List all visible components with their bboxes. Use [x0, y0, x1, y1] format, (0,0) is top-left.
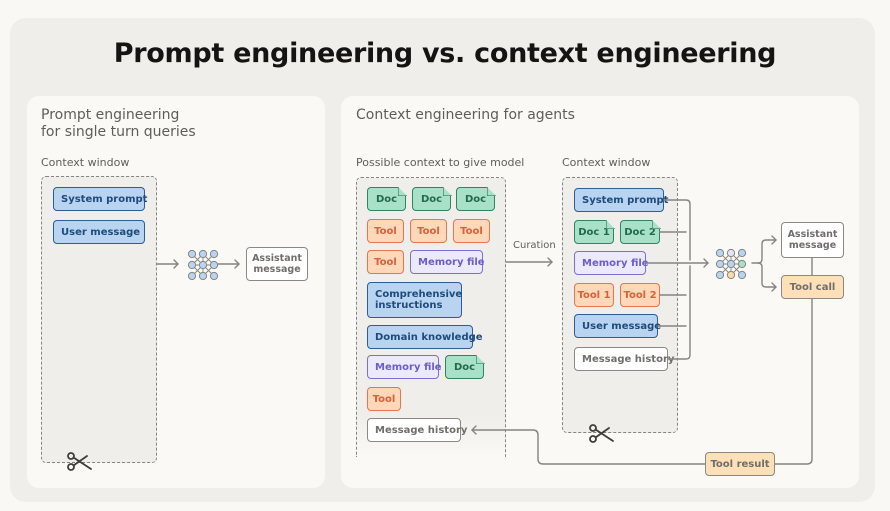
possible-tool-chip: Tool — [367, 250, 404, 274]
chip-label: Message history — [582, 353, 675, 365]
chip-label: Tool — [374, 256, 397, 268]
chip-label: Doc 2 — [624, 226, 656, 238]
possible-tool-chip: Tool — [410, 219, 447, 243]
chip-label: System prompt — [61, 193, 148, 205]
chip-label: Memory file — [375, 361, 442, 373]
possible-tool-chip: Tool — [453, 219, 490, 243]
possible-tool-chip: Tool — [367, 387, 401, 411]
right-panel-title: Context engineering for agents — [356, 107, 575, 123]
ctx-memory-file-chip: Memory file — [574, 251, 649, 275]
doc-fold-icon — [605, 219, 615, 229]
assistant-line2: message — [788, 240, 837, 251]
left-system-prompt-chip: System prompt — [53, 187, 148, 211]
doc-fold-icon — [442, 186, 452, 196]
possible-doc-chip: Doc — [456, 186, 496, 211]
doc-fold-icon — [651, 219, 661, 229]
left-panel-title-line1: Prompt engineering — [41, 107, 180, 123]
chip-label: Tool — [374, 225, 397, 237]
right-context-window-label: Context window — [562, 156, 651, 169]
chip-label: Tool 2 — [623, 289, 657, 301]
possible-doc-chip: Doc — [367, 186, 407, 211]
possible-tool-chip: Tool — [367, 219, 404, 243]
curation-label: Curation — [513, 240, 556, 251]
chip-label: Tool — [372, 393, 396, 405]
chip-label: Tool — [460, 225, 483, 237]
comprehensive-instructions-chip: Comprehensive instructions — [367, 282, 462, 318]
possible-doc-chip: Doc — [445, 354, 485, 379]
chip-label: Domain knowledge — [375, 331, 483, 343]
left-panel-title-line2: for single turn queries — [41, 124, 196, 140]
chip-label: System prompt — [582, 194, 669, 206]
ctx-system-prompt-chip: System prompt — [574, 188, 668, 212]
left-user-message-chip: User message — [53, 220, 145, 244]
chip-label: Doc 1 — [578, 226, 610, 238]
chip-label: Tool — [417, 225, 440, 237]
possible-memory-file-chip-2: Memory file — [367, 355, 442, 379]
ctx-user-message-chip: User message — [574, 314, 662, 338]
chip-label: Memory file — [582, 257, 649, 269]
doc-fold-icon — [397, 186, 407, 196]
chip-label: Doc — [453, 361, 476, 373]
tool-call-box: Tool call — [781, 275, 844, 299]
domain-knowledge-chip: Domain knowledge — [367, 325, 483, 349]
possible-memory-file-chip: Memory file — [410, 250, 485, 274]
possible-doc-chip: Doc — [412, 186, 452, 211]
assistant-line1: Assistant — [787, 229, 838, 240]
assistant-message-box: Assistant message — [781, 222, 844, 258]
chip-label: Tool result — [710, 458, 770, 470]
chip-label: Message history — [375, 424, 468, 436]
chip-label: Doc — [375, 193, 398, 205]
doc-fold-icon — [486, 186, 496, 196]
assistant-line1: Assistant — [252, 253, 302, 264]
chip-label: User message — [582, 320, 662, 332]
tool-result-box: Tool result — [705, 452, 775, 476]
chip-label: Memory file — [418, 256, 485, 268]
ctx-doc2-chip: Doc 2 — [620, 219, 661, 244]
ctx-message-history-chip: Message history — [574, 347, 674, 371]
doc-fold-icon — [475, 354, 485, 364]
chip-label: Doc — [420, 193, 443, 205]
assistant-line2: message — [253, 264, 301, 275]
left-context-window-label: Context window — [41, 156, 130, 169]
chip-label-line1: Comprehensive — [375, 289, 463, 300]
chip-label: Doc — [464, 193, 487, 205]
possible-context-label: Possible context to give model — [356, 156, 525, 169]
chip-label: User message — [61, 226, 141, 238]
ctx-doc1-chip: Doc 1 — [574, 219, 615, 244]
chip-label-line2: instructions — [375, 300, 443, 311]
left-panel-title: Prompt engineering for single turn queri… — [41, 107, 196, 141]
chip-label: Tool call — [789, 281, 836, 293]
possible-message-history-chip: Message history — [367, 418, 467, 442]
ctx-tool2-chip: Tool 2 — [620, 283, 660, 307]
page-title: Prompt engineering vs. context engineeri… — [113, 38, 777, 69]
left-assistant-message-box: Assistant message — [246, 247, 308, 281]
chip-label: Tool 1 — [577, 289, 611, 301]
ctx-tool1-chip: Tool 1 — [574, 283, 614, 307]
